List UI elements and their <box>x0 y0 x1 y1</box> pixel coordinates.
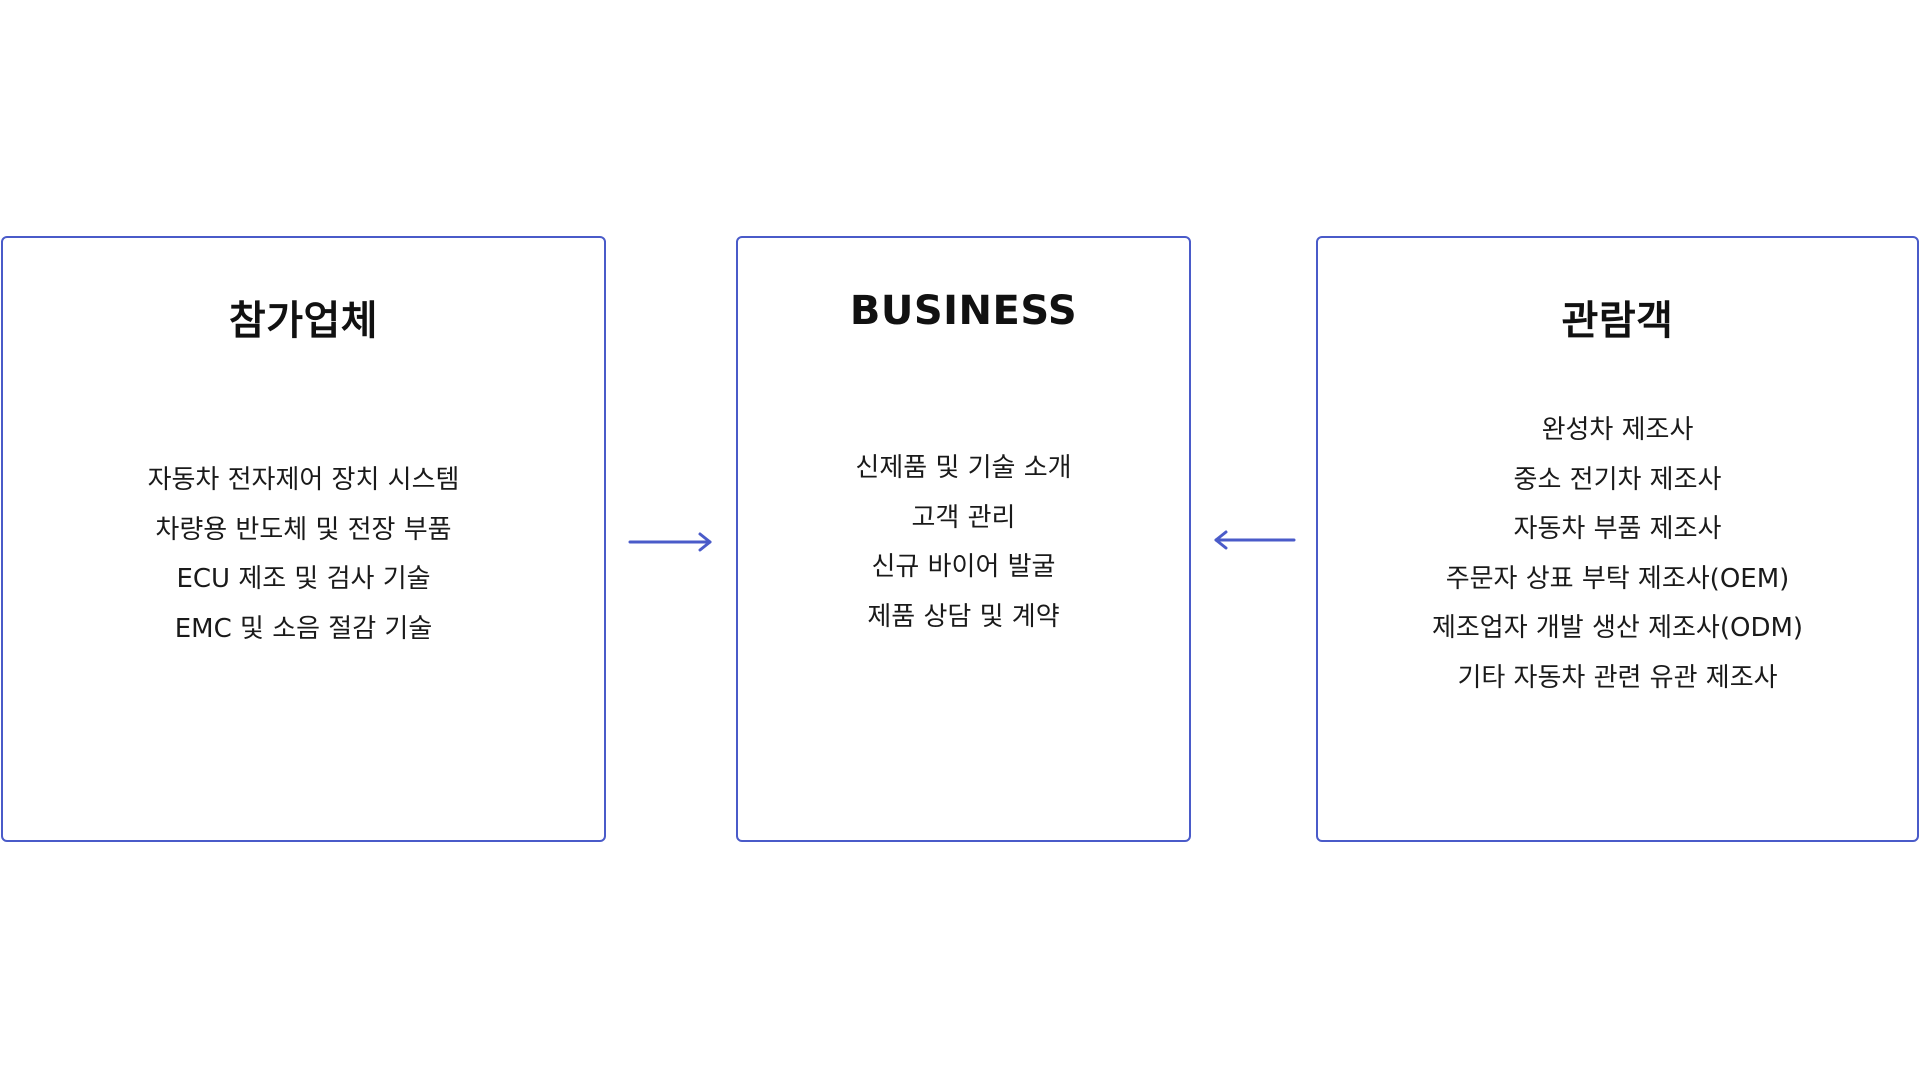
list-item: 중소 전기차 제조사 <box>1513 464 1722 495</box>
list-item: 기타 자동차 관련 유관 제조사 <box>1457 662 1778 693</box>
exhibitors-title: 참가업체 <box>228 298 379 344</box>
list-item: EMC 및 소음 절감 기술 <box>174 613 433 644</box>
list-item: 제품 상담 및 계약 <box>867 601 1060 632</box>
list-item: 자동차 전자제어 장치 시스템 <box>147 465 460 495</box>
list-item: 신제품 및 기술 소개 <box>855 453 1072 483</box>
list-item: 완성차 제조사 <box>1541 415 1694 445</box>
visitors-box: 관람객 완성차 제조사 중소 전기차 제조사 자동차 부품 제조사 주문자 상표… <box>1316 236 1919 842</box>
exhibitors-box: 참가업체 자동차 전자제어 장치 시스템 차량용 반도체 및 전장 부품 ECU… <box>1 236 606 842</box>
business-list: 신제품 및 기술 소개 고객 관리 신규 바이어 발굴 제품 상담 및 계약 <box>738 444 1189 642</box>
list-item: 차량용 반도체 및 전장 부품 <box>155 514 452 545</box>
list-item: 자동차 부품 제조사 <box>1513 514 1722 544</box>
business-box: BUSINESS 신제품 및 기술 소개 고객 관리 신규 바이어 발굴 제품 … <box>736 236 1191 842</box>
exhibitors-list: 자동차 전자제어 장치 시스템 차량용 반도체 및 전장 부품 ECU 제조 및… <box>3 456 604 654</box>
business-title: BUSINESS <box>849 288 1078 334</box>
visitors-title: 관람객 <box>1561 298 1674 344</box>
arrow-right-icon <box>628 532 712 552</box>
list-item: ECU 제조 및 검사 기술 <box>176 564 431 594</box>
list-item: 제조업자 개발 생산 제조사(ODM) <box>1431 613 1804 643</box>
list-item: 주문자 상표 부탁 제조사(OEM) <box>1445 563 1790 594</box>
arrow-left-icon <box>1214 530 1296 550</box>
visitors-list: 완성차 제조사 중소 전기차 제조사 자동차 부품 제조사 주문자 상표 부탁 … <box>1318 406 1917 703</box>
list-item: 신규 바이어 발굴 <box>871 552 1056 582</box>
list-item: 고객 관리 <box>911 502 1016 533</box>
